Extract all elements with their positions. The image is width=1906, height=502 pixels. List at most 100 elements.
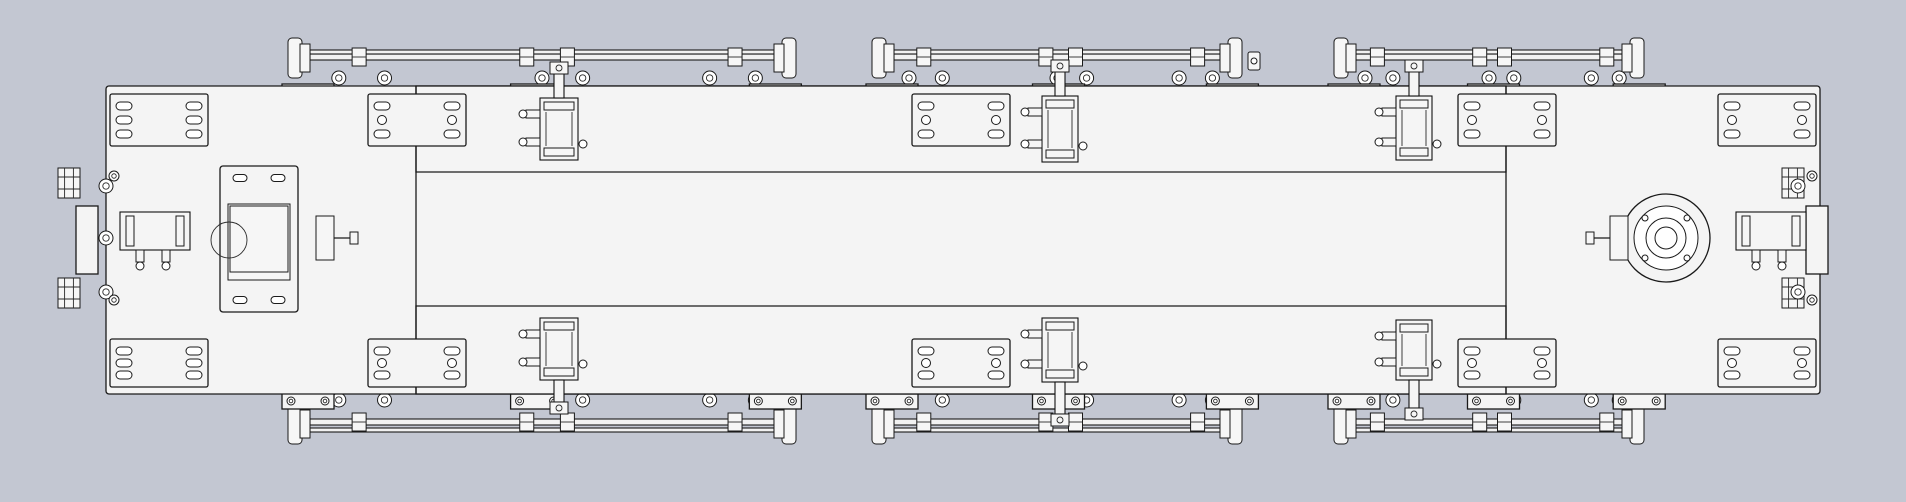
roller-outer [934, 70, 950, 86]
slot-hole [1793, 370, 1811, 380]
mounting-plate [109, 338, 209, 388]
roller-inner [380, 396, 389, 404]
end-cylinder-cap [175, 215, 185, 247]
guide-roller [1583, 70, 1599, 86]
slot-hole [917, 370, 935, 380]
piston-rod [1054, 69, 1066, 97]
bolt-ring [1366, 396, 1376, 406]
roller-inner [102, 288, 110, 296]
bolt-ring [108, 170, 120, 182]
sensor-tab [578, 139, 588, 149]
cylinder-cap [1399, 367, 1429, 377]
bolt [1071, 396, 1080, 406]
mounting-plate [1457, 93, 1557, 147]
mounting-plate [367, 338, 467, 388]
slot-hole [1533, 129, 1551, 139]
bolt-ring [320, 396, 330, 406]
roller-outer [1506, 70, 1522, 86]
guide-roller [747, 70, 763, 86]
bolt [1244, 396, 1254, 406]
plate-hole [447, 358, 457, 368]
roller-inner [380, 74, 389, 82]
guide-roller [331, 70, 347, 86]
flange-bolt [1683, 214, 1691, 222]
fitting-nut [1751, 261, 1761, 271]
air-fitting [1381, 137, 1397, 147]
roller-outer [901, 70, 917, 86]
bolt-center [111, 173, 117, 179]
bolt [1366, 396, 1376, 406]
end-cap-left [57, 167, 191, 309]
plate-body [911, 93, 1011, 147]
roller-outer [575, 392, 591, 408]
plate-hole [377, 115, 387, 125]
roller-outer [98, 284, 114, 300]
guide-roller [934, 70, 950, 86]
plate-body [1717, 93, 1817, 147]
bolt-ring [787, 396, 797, 406]
rod-clevis [549, 61, 569, 75]
bolt-center [790, 398, 795, 404]
roller-inner [1175, 74, 1183, 82]
bolt [904, 396, 914, 406]
cylinder-cap [1045, 149, 1075, 159]
end-cap-right [1735, 167, 1829, 309]
slot-hole [1533, 370, 1551, 380]
air-fitting [161, 249, 171, 263]
mounting-plate [367, 93, 467, 147]
plate-hole [991, 358, 1001, 368]
slot-hole [115, 346, 133, 356]
slot-hole [1723, 129, 1741, 139]
slot-hole [917, 101, 935, 111]
roller-inner [102, 234, 110, 242]
bolt [1617, 396, 1627, 406]
slot-hole [270, 174, 286, 182]
roller-outer [331, 70, 347, 86]
bolt [515, 396, 525, 406]
slot-hole [987, 346, 1005, 356]
fitting-nut [1374, 137, 1384, 147]
sensor-tab [1078, 141, 1088, 151]
guide-roller [1171, 392, 1187, 408]
roller-inner [102, 182, 110, 190]
roller-outer [934, 392, 950, 408]
end-stations [57, 51, 1829, 313]
rail-end-collar [773, 43, 785, 73]
slot-hole [373, 129, 391, 139]
bolt-center [322, 398, 328, 404]
pneumatic-cylinder [518, 317, 588, 415]
plate-body [367, 93, 467, 147]
piston-rod [1408, 69, 1420, 97]
slot-hole [1463, 370, 1481, 380]
slot-hole [917, 129, 935, 139]
guide-roller [1481, 70, 1497, 86]
slot-hole [443, 101, 461, 111]
clevis-pin [555, 404, 563, 412]
slot-hole [185, 346, 203, 356]
roller-inner [1587, 396, 1595, 404]
cylinder-cap [1399, 147, 1429, 157]
guide-roller [98, 178, 114, 194]
rod-clevis [1050, 59, 1070, 73]
guide-roller [901, 70, 917, 86]
guide-rod [1355, 418, 1623, 426]
slot-hole [185, 101, 203, 111]
bolt-ring [1332, 396, 1342, 406]
bolt-ring [1037, 396, 1046, 406]
piston-rod [553, 379, 565, 403]
bolt-ring [1806, 294, 1818, 306]
bolt-ring [1244, 396, 1254, 406]
guide-rod-secondary [1355, 427, 1623, 433]
roller-outer [98, 178, 114, 194]
slot-hole [1463, 346, 1481, 356]
guide-rod-secondary [893, 49, 1221, 55]
bolt [1651, 396, 1661, 406]
air-fitting [1027, 359, 1043, 369]
roller-outer [534, 70, 550, 86]
guide-roller [1385, 70, 1401, 86]
guide-roller [702, 392, 718, 408]
bolt-ring [753, 396, 763, 406]
tab-hole [1250, 57, 1258, 65]
roller-outer [575, 70, 591, 86]
